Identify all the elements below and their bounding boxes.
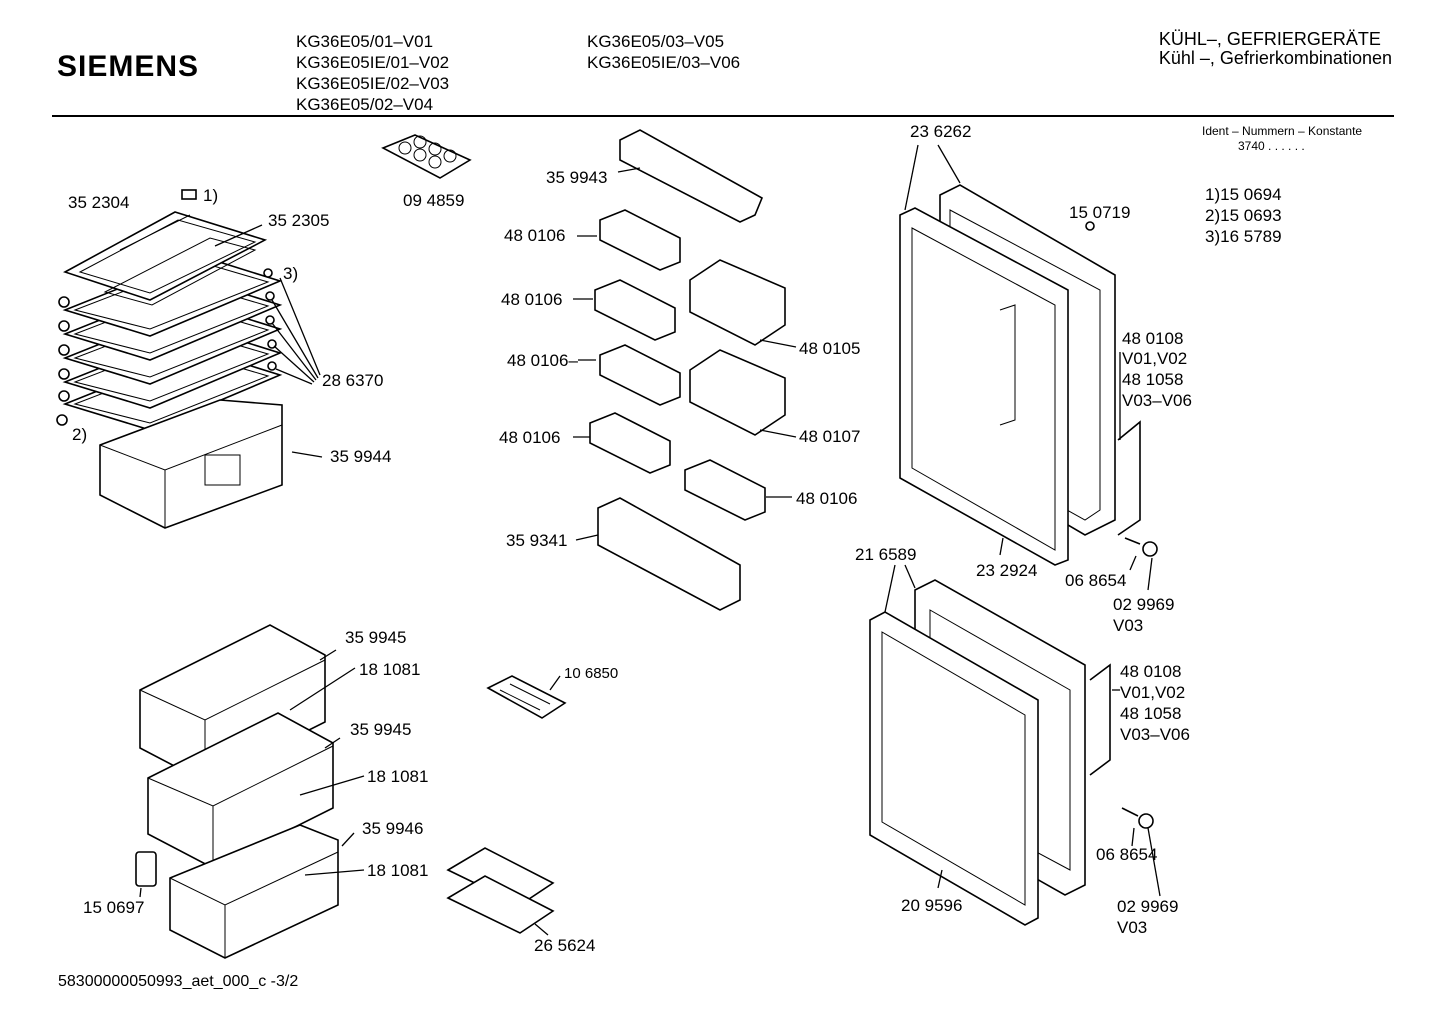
compartment-480105 [689,259,786,346]
small-shelf-e [684,459,766,521]
part-label-068654: 06 8654 [1096,845,1158,864]
model-list-2: KG36E05/03–V05 KG36E05IE/03–V06 [587,31,740,73]
part-label-181081: 18 1081 [367,767,429,786]
version-label: V01,V02 [1120,683,1186,702]
bottle-shelf-bottom [597,497,741,611]
freezer-door [869,579,1154,926]
part-label-480108: 48 0108 [1120,662,1182,681]
part-label-359341: 35 9341 [506,531,568,550]
fridge-door [899,184,1158,566]
part-label-481058: 48 1058 [1122,370,1184,389]
model-code: KG36E05/02–V04 [296,95,434,114]
version-label: V03 [1117,918,1148,937]
door-handle-bottom [1089,663,1111,776]
footnotes: 1)15 0694 2)15 0693 3)16 5789 [1205,184,1282,247]
model-list-1: KG36E05/01–V01 KG36E05IE/01–V02 KG36E05I… [296,31,449,115]
small-shelf-a [599,209,681,271]
footnote: 1)15 0694 [1205,185,1282,204]
part-label-232924: 23 2924 [976,561,1038,580]
small-shelf-d [589,412,671,474]
part-label-359944: 35 9944 [330,447,392,466]
category-heading: KÜHL–, GEFRIERGERÄTE Kühl –, Gefrierkomb… [1159,30,1392,68]
part-label-352304: 35 2304 [68,193,130,212]
part-label-480107: 48 0107 [799,427,861,446]
version-label: V01,V02 [1122,349,1188,368]
part-label-181081: 18 1081 [359,660,421,679]
egg-tray [381,134,472,179]
freezer-drawer-2 [147,712,334,869]
part-label-094859: 09 4859 [403,191,465,210]
version-label: V03 [1113,616,1144,635]
part-label-286370: 28 6370 [322,371,384,390]
footnote: 2)15 0693 [1205,206,1282,225]
ident-value: 3740 . . . . . . [1238,139,1305,153]
ident-title: Ident – Nummern – Konstante [1202,124,1363,138]
cold-packs [446,847,555,934]
part-label-265624: 26 5624 [534,936,596,955]
part-label-359945: 35 9945 [350,720,412,739]
hinge-cap-bottom [1138,813,1154,829]
model-code: KG36E05IE/03–V06 [587,53,741,72]
crisper-drawer [99,399,283,529]
document-footer: 58300000050993_aet_000_c -3/2 [58,973,299,990]
ice-cube-tray [486,675,567,719]
part-label-150697: 15 0697 [83,898,145,917]
shelf-clips [56,268,277,437]
part-label-480106: 48 0106– [507,351,578,370]
part-label-029969: 02 9969 [1117,897,1179,916]
door-shelves [589,129,786,611]
part-label-359945: 35 9945 [345,628,407,647]
door-gasket-top [899,207,1069,566]
part-label-480108: 48 0108 [1122,329,1184,348]
part-label-359946: 35 9946 [362,819,424,838]
footnote-marker-2: 2) [72,425,88,444]
bottle-shelf-top [619,129,764,223]
model-code: KG36E05/01–V01 [296,32,434,51]
version-label: V03–V06 [1122,391,1192,410]
part-label-481058: 48 1058 [1120,704,1182,723]
top-glass-shelf [62,211,268,306]
compartment-480107 [689,349,786,436]
part-label-209596: 20 9596 [901,896,963,915]
part-label-150719: 15 0719 [1069,203,1131,222]
brand-logo: SIEMENS [57,50,200,83]
part-label-236262: 23 6262 [910,122,972,141]
category-subline: Kühl –, Gefrierkombinationen [1158,48,1392,68]
part-label-352305: 35 2305 [268,211,330,230]
drawer-clip [135,851,157,887]
part-label-480106: 48 0106 [796,489,858,508]
door-handle-top [1117,420,1141,536]
header-divider [52,115,1394,117]
category-line: KÜHL–, GEFRIERGERÄTE [1158,29,1381,49]
glass-shelf-stack [56,189,283,437]
part-label-181081: 18 1081 [367,861,429,880]
small-clip-part [181,189,197,200]
part-label-480105: 48 0105 [799,339,861,358]
part-label-216589: 21 6589 [855,545,917,564]
part-label-029969: 02 9969 [1113,595,1175,614]
part-label-106850: 10 6850 [564,665,619,682]
part-label-359943: 35 9943 [546,168,608,187]
model-code: KG36E05/03–V05 [587,32,725,51]
footnote-marker-1: 1) [203,186,219,205]
part-label-480106: 48 0106 [499,428,561,447]
model-code: KG36E05IE/02–V03 [296,74,450,93]
model-code: KG36E05IE/01–V02 [296,53,450,72]
footnote: 3)16 5789 [1205,227,1282,246]
ident-block: Ident – Nummern – Konstante 3740 . . . .… [1202,124,1362,154]
part-label-480106: 48 0106 [504,226,566,245]
part-label-068654: 06 8654 [1065,571,1127,590]
small-shelf-b [594,279,676,341]
leader-lines [139,144,1161,936]
small-shelf-c [599,344,681,406]
version-label: V03–V06 [1120,725,1190,744]
part-label-480106: 48 0106 [501,290,563,309]
hinge-cap-top [1142,541,1158,557]
freezer-drawers [135,624,339,959]
footnote-marker-3: 3) [283,264,299,283]
